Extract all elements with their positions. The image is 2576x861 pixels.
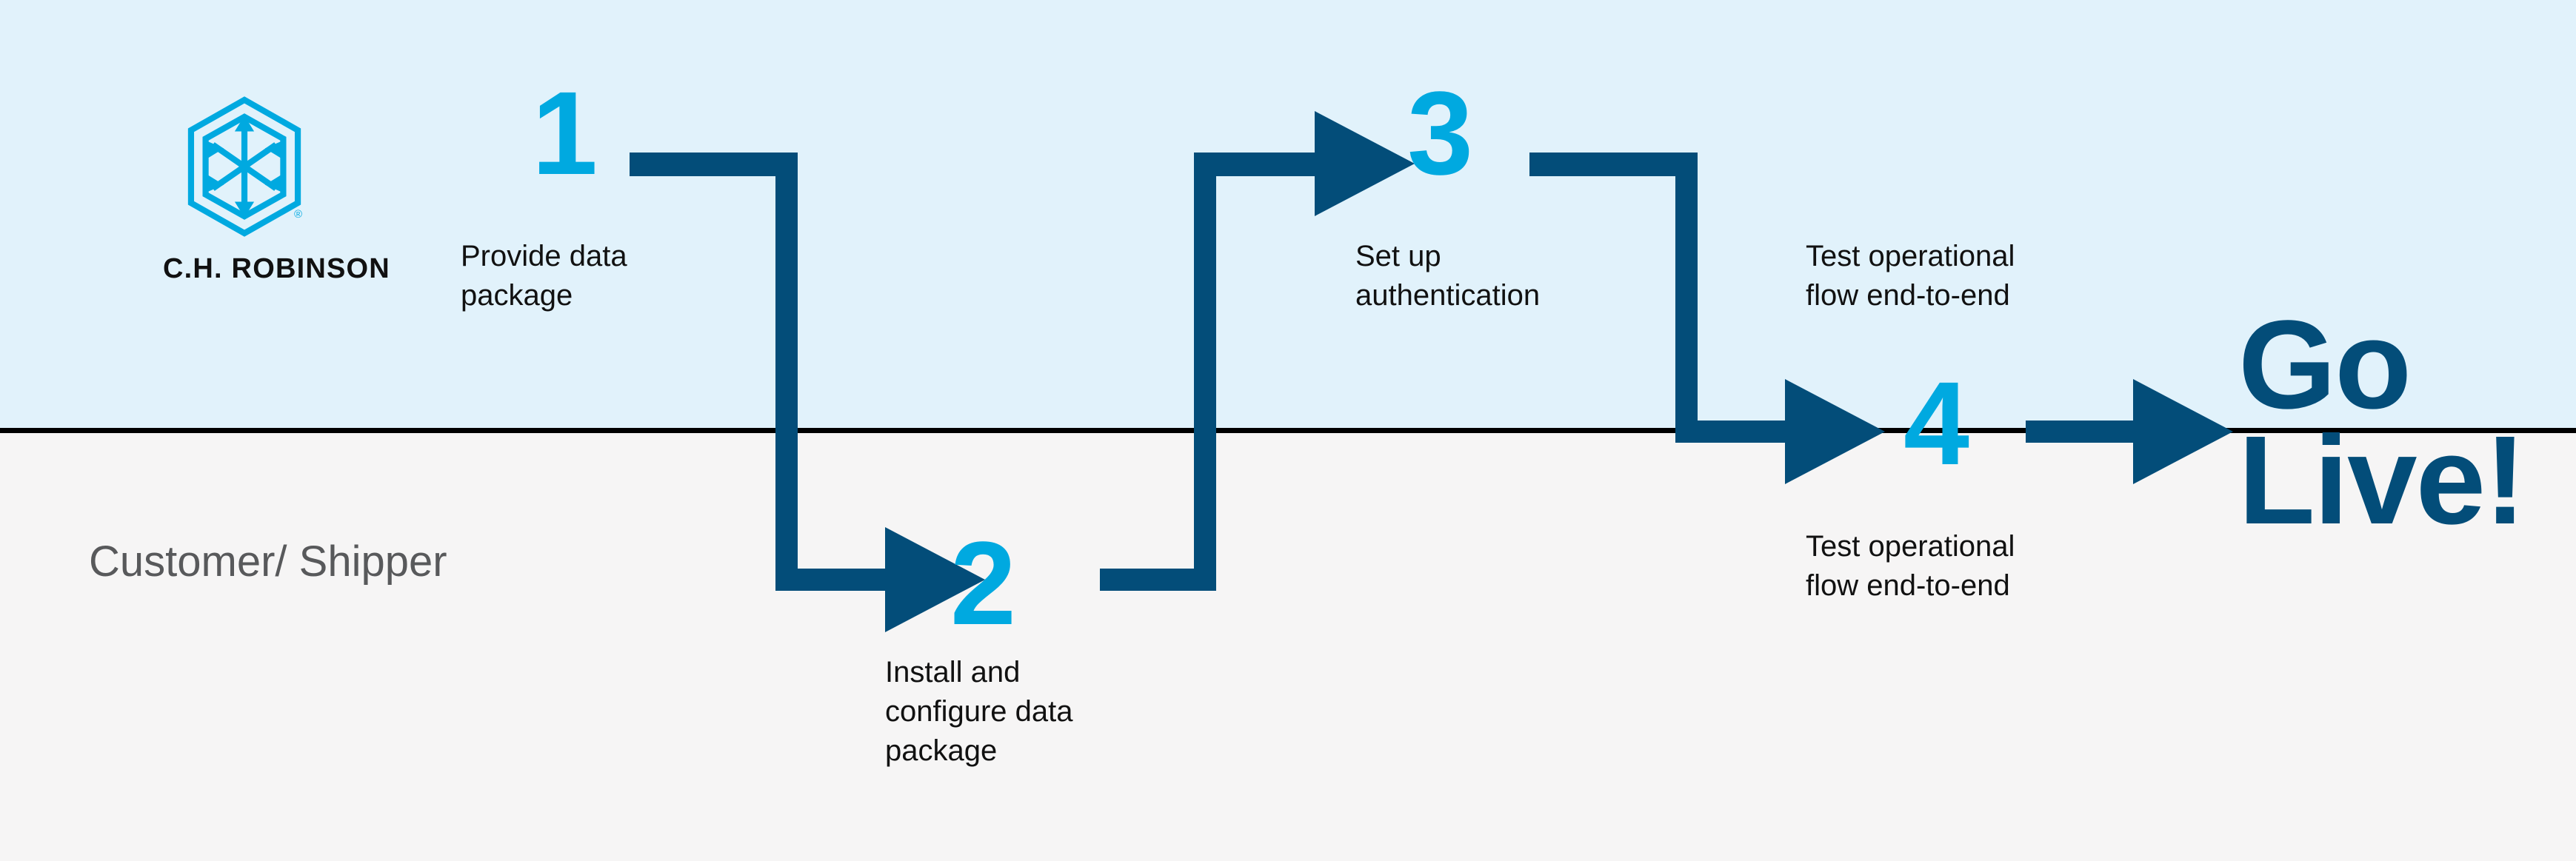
connector-step4-to-golive [2026,379,2233,484]
step-caption-4-bottom: Test operational flow end-to-end [1806,530,2015,602]
step-caption-1: Provide data package [461,240,627,312]
lane-divider-line [0,428,2576,434]
step-number-1: 1 [532,67,598,199]
brand-logo: ® C.H. ROBINSON [163,96,390,285]
brand-wordmark: C.H. ROBINSON [163,253,390,284]
connector-step2-to-step3 [1100,111,1415,591]
step-number-2: 2 [950,517,1016,649]
lane-label-customer-shipper: Customer/ Shipper [89,537,447,586]
ch-robinson-hexagon-cube-logo-icon: ® [187,96,302,237]
step-caption-4-top: Test operational flow end-to-end [1806,240,2015,312]
step-caption-3: Set up authentication [1355,240,1541,312]
connector-step3-to-step4 [1529,153,1885,484]
step-caption-2: Install and configure data package [885,656,1073,767]
step-number-3: 3 [1407,67,1473,199]
connector-step1-to-step2 [630,153,985,632]
go-live-label: Go Live! [2238,295,2526,552]
registered-mark-icon: ® [294,209,302,221]
lane-band-customer [0,433,2576,861]
lane-band-chrobinson [0,0,2576,428]
step-number-4: 4 [1903,357,1969,489]
